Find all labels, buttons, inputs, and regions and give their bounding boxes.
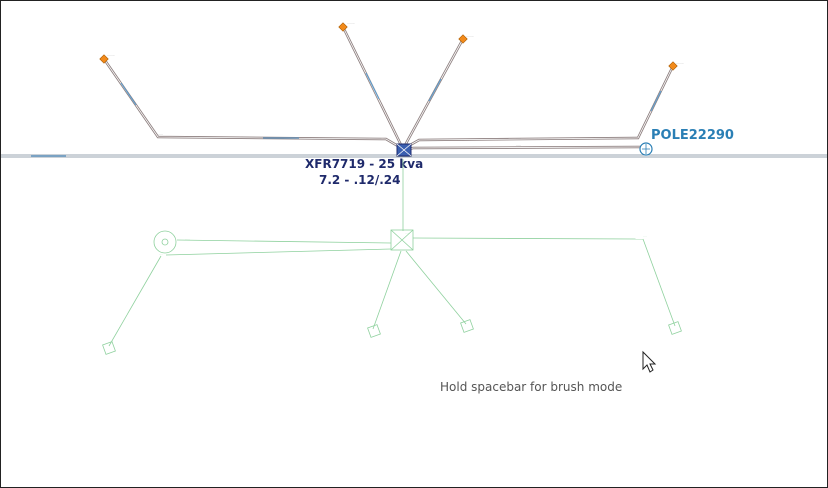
svg-text:····: ···· <box>643 234 647 238</box>
ghost-service <box>367 324 381 338</box>
pole-label: POLE22290 <box>651 128 734 143</box>
secondary-line-west <box>102 58 404 151</box>
mouse-pointer-icon <box>642 350 657 373</box>
transformer-label-line2: 7.2 - .12/.24 <box>319 173 401 187</box>
svg-text:·····: ····· <box>516 143 521 147</box>
service-point-icon <box>338 22 348 32</box>
ghost-service <box>460 319 474 333</box>
svg-text:·····: ····· <box>158 132 163 136</box>
brush-mode-hint: Hold spacebar for brush mode <box>440 380 622 394</box>
svg-text:········: ········ <box>107 53 115 57</box>
service-point-icon <box>99 54 109 64</box>
svg-text:····: ···· <box>159 252 163 256</box>
service-point-icon <box>458 34 468 44</box>
svg-text:····: ···· <box>405 231 409 235</box>
svg-text:········: ········ <box>466 34 474 38</box>
service-point-icon <box>668 61 678 71</box>
transformer-icon[interactable] <box>396 143 412 157</box>
svg-text:·····: ····· <box>516 136 521 140</box>
svg-text:········: ········ <box>347 21 355 25</box>
secondary-conductors[interactable] <box>102 26 675 153</box>
transformer-label-line1: XFR7719 - 25 kva <box>305 157 423 171</box>
ghost-transformer <box>390 229 414 251</box>
ghost-pole <box>153 230 177 254</box>
secondary-line-east <box>402 65 675 151</box>
service-points[interactable] <box>99 22 678 71</box>
pole-icon[interactable] <box>639 142 653 156</box>
svg-text:········: ········ <box>676 61 684 65</box>
svg-text:·····: ····· <box>185 237 190 241</box>
ghost-service <box>668 321 682 335</box>
ghost-preview: ····· ···· ···· ···· <box>102 159 682 355</box>
ghost-service <box>102 341 116 355</box>
